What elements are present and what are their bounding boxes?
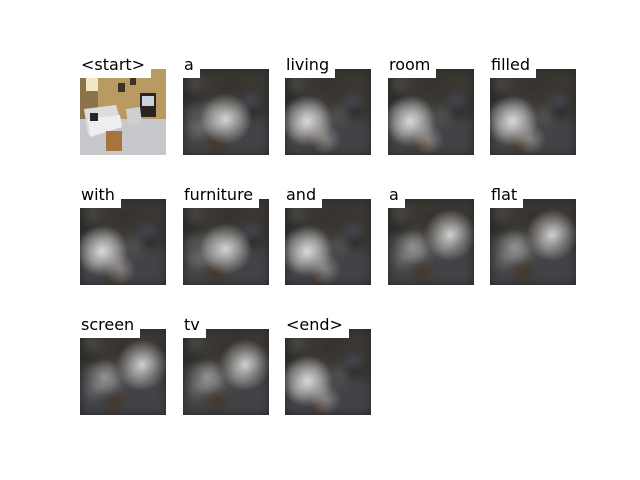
attention-thumbnail: [285, 199, 371, 285]
attention-thumbnail: [490, 199, 576, 285]
attention-map: [183, 329, 269, 415]
word-cell: and: [285, 185, 371, 285]
word-cell: screen: [80, 315, 166, 415]
attention-map: [183, 69, 269, 155]
attention-map: [285, 69, 371, 155]
attention-map: [183, 199, 269, 285]
attention-map: [80, 329, 166, 415]
attention-map: [490, 69, 576, 155]
word-cell: filled: [490, 55, 576, 155]
word-label: living: [285, 55, 336, 78]
attention-thumbnail: [80, 329, 166, 415]
word-cell: a: [183, 55, 269, 155]
attention-thumbnail: [183, 69, 269, 155]
word-label: a: [183, 55, 200, 78]
word-label: furniture: [183, 185, 260, 208]
word-label: filled: [490, 55, 536, 78]
attention-thumbnail: [388, 69, 474, 155]
attention-map: [285, 329, 371, 415]
attention-thumbnail: [285, 329, 371, 415]
attention-thumbnail: [285, 69, 371, 155]
word-label: with: [80, 185, 121, 208]
attention-thumbnail: [80, 199, 166, 285]
room-photo: [80, 69, 166, 155]
word-label: screen: [80, 315, 141, 338]
attention-thumbnail: [183, 329, 269, 415]
attention-map: [285, 199, 371, 285]
word-cell: <start>: [80, 55, 166, 155]
photo-thumbnail: [80, 69, 166, 155]
word-cell: with: [80, 185, 166, 285]
word-label: flat: [490, 185, 524, 208]
word-cell: furniture: [183, 185, 269, 285]
word-label: <start>: [80, 55, 152, 78]
word-cell: room: [388, 55, 474, 155]
word-label: tv: [183, 315, 206, 338]
attention-thumbnail: [183, 199, 269, 285]
attention-map: [388, 69, 474, 155]
word-label: <end>: [285, 315, 349, 338]
word-cell: tv: [183, 315, 269, 415]
word-cell: a: [388, 185, 474, 285]
attention-thumbnail: [388, 199, 474, 285]
attention-map: [388, 199, 474, 285]
word-label: room: [388, 55, 437, 78]
word-cell: living: [285, 55, 371, 155]
word-label: a: [388, 185, 405, 208]
attention-map: [80, 199, 166, 285]
word-cell: <end>: [285, 315, 371, 415]
word-cell: flat: [490, 185, 576, 285]
attention-thumbnail: [490, 69, 576, 155]
word-label: and: [285, 185, 323, 208]
attention-map: [490, 199, 576, 285]
